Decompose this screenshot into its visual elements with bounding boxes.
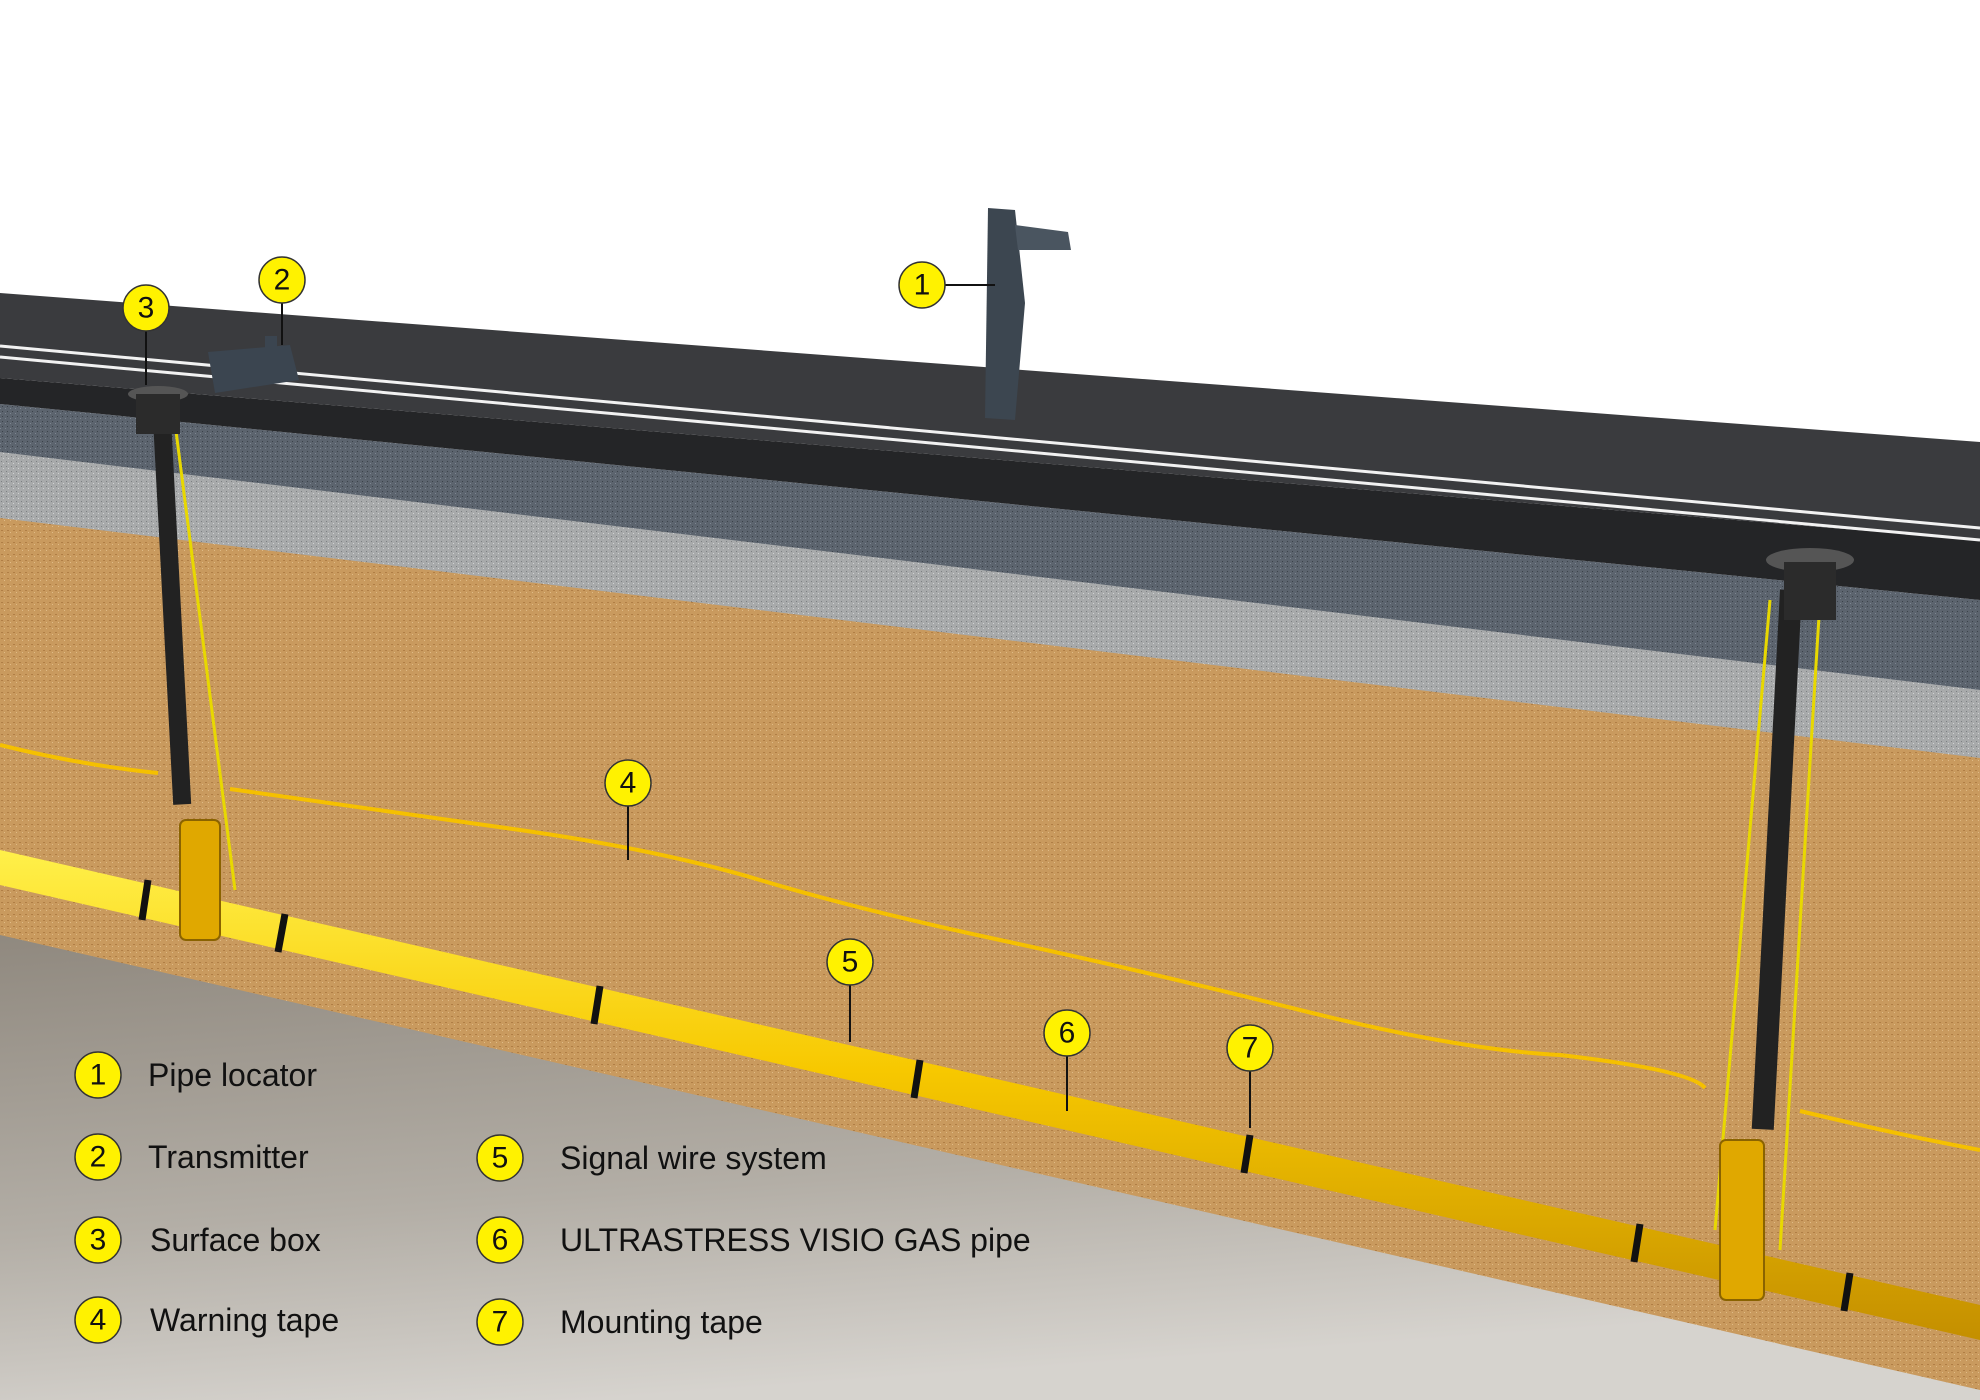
signal-wire <box>170 399 237 891</box>
svg-text:5: 5 <box>842 946 859 979</box>
svg-text:Transmitter: Transmitter <box>148 1139 309 1175</box>
callout-7: 7 <box>1226 1024 1274 1128</box>
legend-item-pipe-locator: 1 Pipe locator <box>74 1051 317 1099</box>
svg-text:6: 6 <box>1059 1017 1076 1050</box>
legend-item-mounting-tape: 7 Mounting tape <box>476 1298 763 1346</box>
svg-text:7: 7 <box>1242 1032 1259 1065</box>
legend-item-signal-wire-system: 5 Signal wire system <box>476 1134 827 1182</box>
riser-pipe <box>152 399 192 805</box>
signal-wire <box>1778 599 1822 1251</box>
svg-text:Mounting tape: Mounting tape <box>560 1304 763 1340</box>
callout-6: 6 <box>1043 1009 1091 1111</box>
asphalt-face <box>0 378 1980 600</box>
svg-text:Pipe locator: Pipe locator <box>148 1057 317 1093</box>
svg-text:Warning tape: Warning tape <box>150 1302 339 1338</box>
callout-2: 2 <box>258 256 306 345</box>
sand-layer <box>0 515 1980 1390</box>
road-marking <box>0 355 1980 542</box>
legend-item-surface-box: 3 Surface box <box>74 1216 321 1264</box>
road-marking <box>0 344 1980 530</box>
tapping-saddle <box>1719 1139 1765 1301</box>
callout-1: 1 <box>898 261 995 309</box>
legend-item-gas-pipe: 6 ULTRASTRESS VISIO GAS pipe <box>476 1216 1031 1264</box>
svg-text:Signal wire system: Signal wire system <box>560 1140 827 1176</box>
svg-text:3: 3 <box>138 292 155 325</box>
surface-box-body <box>1784 562 1836 620</box>
tapping-saddle <box>179 819 221 941</box>
warning-tape <box>1799 1109 1980 1152</box>
svg-text:2: 2 <box>90 1141 107 1174</box>
svg-text:5: 5 <box>492 1142 509 1175</box>
callout-5: 5 <box>826 938 874 1042</box>
riser-pipe <box>1751 589 1802 1130</box>
light-gravel-layer <box>0 450 1980 758</box>
callout-3: 3 <box>122 284 170 385</box>
warning-tape <box>0 743 159 775</box>
svg-text:1: 1 <box>90 1059 107 1092</box>
svg-text:7: 7 <box>492 1306 509 1339</box>
mounting-tape-bands <box>138 879 1854 1312</box>
svg-text:2: 2 <box>274 264 291 297</box>
warning-tape <box>229 787 1707 1090</box>
svg-text:6: 6 <box>492 1224 509 1257</box>
pipe-locator <box>985 208 1071 420</box>
legend-item-warning-tape: 4 Warning tape <box>74 1296 339 1344</box>
signal-wire <box>1713 599 1772 1231</box>
transmitter <box>208 336 299 393</box>
svg-text:Surface box: Surface box <box>150 1222 321 1258</box>
surface-box-body <box>136 394 180 434</box>
svg-text:4: 4 <box>90 1304 107 1337</box>
svg-text:ULTRASTRESS VISIO GAS pipe: ULTRASTRESS VISIO GAS pipe <box>560 1222 1031 1258</box>
svg-text:4: 4 <box>620 767 637 800</box>
callout-4: 4 <box>604 759 652 860</box>
dark-gravel-layer <box>0 404 1980 690</box>
legend: 1 Pipe locator 2 Transmitter 3 Surface b… <box>74 1051 1031 1346</box>
svg-text:1: 1 <box>914 269 931 302</box>
svg-text:3: 3 <box>90 1224 107 1257</box>
legend-item-transmitter: 2 Transmitter <box>74 1133 309 1181</box>
gas-pipe <box>0 850 1980 1340</box>
